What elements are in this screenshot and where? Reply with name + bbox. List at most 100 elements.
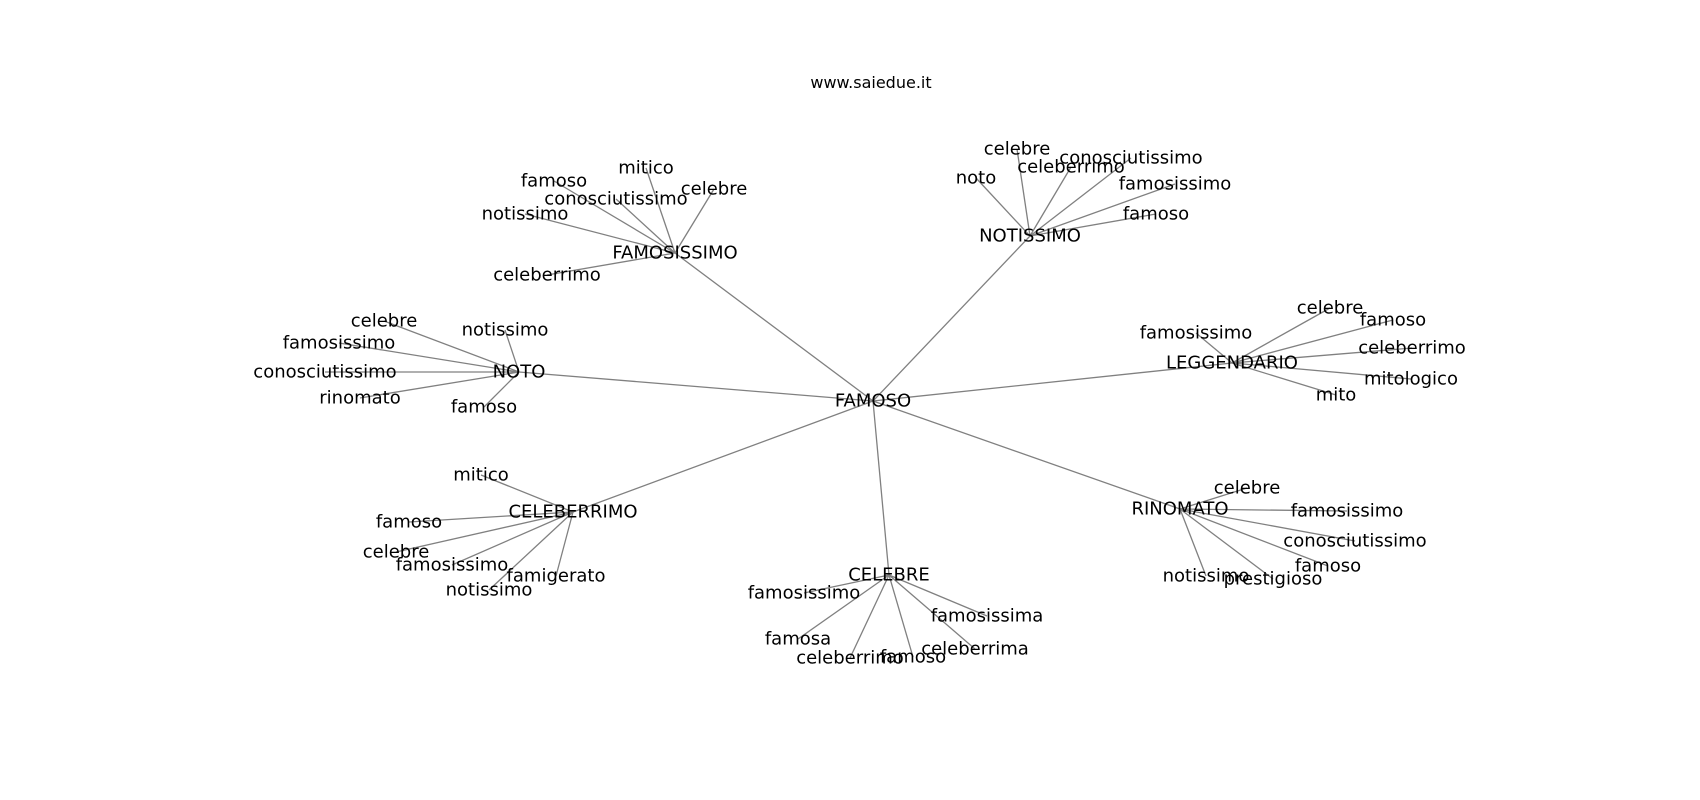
leaf-label: famosissimo — [1140, 323, 1253, 344]
hub-label: CELEBRE — [848, 565, 930, 586]
edge-hub-leaf — [1195, 332, 1233, 364]
edge-hub-leaf — [1179, 508, 1207, 577]
edge-hub-leaf — [888, 574, 976, 650]
leaf-label: mitico — [453, 465, 509, 486]
leaf-label: famoso — [1295, 556, 1361, 577]
leaf-label: celebre — [1297, 298, 1364, 319]
hub-label: RINOMATO — [1131, 499, 1228, 520]
leaf-label: celeberrimo — [1358, 338, 1466, 359]
leaf-label: rinomato — [319, 388, 400, 409]
edge-hub-leaf — [1179, 508, 1274, 580]
leaf-label: famosissimo — [1119, 174, 1232, 195]
edge-hub-leaf — [849, 574, 890, 659]
edge-hub-leaf — [1179, 508, 1356, 542]
leaf-label: notissimo — [462, 320, 549, 341]
leaf-label: famosissimo — [396, 555, 509, 576]
edge-hub-leaf — [504, 329, 520, 373]
edge-center-hub — [518, 371, 874, 402]
leaf-label: notissimo — [1163, 566, 1250, 587]
leaf-label: conosciutissimo — [544, 189, 687, 210]
edge-hub-leaf — [615, 198, 676, 254]
leaf-label: famoso — [1360, 310, 1426, 331]
edge-hub-leaf — [1029, 183, 1176, 237]
hub-label: NOTISSIMO — [979, 226, 1081, 247]
leaf-label: celeberrimo — [796, 648, 904, 669]
hub-label: NOTO — [493, 362, 546, 383]
hub-label: FAMOSISSIMO — [612, 243, 737, 264]
edge-center-hub — [872, 400, 1181, 510]
edge-center-hub — [872, 400, 890, 576]
edge-hub-leaf — [553, 180, 676, 254]
leaf-label: celebre — [681, 179, 748, 200]
edge-center-hub — [572, 400, 874, 513]
edge-hub-leaf — [1029, 166, 1072, 237]
edge-hub-leaf — [359, 371, 520, 399]
leaf-label: conosciutissimo — [1283, 531, 1426, 552]
leaf-label: famoso — [376, 512, 442, 533]
leaf-label: famoso — [521, 171, 587, 192]
leaf-label: famosissima — [931, 606, 1044, 627]
edge-hub-leaf — [1179, 487, 1248, 510]
edge-hub-leaf — [338, 342, 520, 373]
hub-label: LEGGENDARIO — [1166, 353, 1298, 374]
leaf-label: celeberrimo — [1017, 157, 1125, 178]
center-label: FAMOSO — [835, 391, 911, 412]
leaf-label: conosciutissimo — [1059, 148, 1202, 169]
edge-hub-leaf — [546, 252, 676, 276]
edge-hub-leaf — [1016, 148, 1031, 237]
edge-hub-leaf — [1231, 362, 1337, 396]
edge-hub-leaf — [480, 474, 574, 513]
edge-center-hub — [674, 252, 874, 402]
leaf-label: celebre — [351, 311, 418, 332]
edge-hub-leaf — [645, 167, 676, 254]
leaf-label: celeberrima — [921, 639, 1029, 660]
site-title: www.saiedue.it — [810, 73, 931, 92]
edge-hub-leaf — [1231, 362, 1412, 380]
leaf-label: mitologico — [1364, 369, 1458, 390]
leaf-label: famoso — [451, 397, 517, 418]
edge-hub-leaf — [803, 574, 890, 594]
edge-hub-leaf — [383, 320, 520, 373]
leaf-label: famoso — [880, 647, 946, 668]
leaf-label: conosciutissimo — [253, 362, 396, 383]
leaf-label: famosissimo — [1291, 501, 1404, 522]
edge-hub-leaf — [1029, 213, 1157, 237]
leaf-label: celeberrimo — [493, 265, 601, 286]
leaf-label: celebre — [363, 542, 430, 563]
edge-hub-leaf — [1231, 347, 1413, 364]
edge-hub-leaf — [555, 511, 574, 577]
leaf-label: mitico — [618, 158, 674, 179]
edge-hub-leaf — [395, 511, 574, 553]
leaf-label: famosissimo — [283, 333, 396, 354]
leaf-label: celebre — [1214, 478, 1281, 499]
edge-center-hub — [872, 362, 1233, 402]
leaf-label: famosa — [765, 629, 831, 650]
edge-hub-leaf — [888, 574, 914, 658]
edge-hub-leaf — [483, 371, 520, 408]
edge-hub-leaf — [524, 213, 676, 254]
edge-hub-leaf — [1231, 319, 1394, 364]
leaf-label: mito — [1316, 385, 1357, 406]
edge-hub-leaf — [888, 574, 988, 617]
leaf-label: famosissimo — [748, 583, 861, 604]
edge-hub-leaf — [1231, 307, 1331, 364]
edge-hub-leaf — [451, 511, 574, 566]
edge-hub-leaf — [975, 177, 1031, 237]
edge-hub-leaf — [1179, 508, 1329, 567]
hub-label: CELEBERRIMO — [508, 502, 637, 523]
leaf-label: famoso — [1123, 204, 1189, 225]
edges-layer — [325, 148, 1413, 659]
edge-hub-leaf — [797, 574, 890, 640]
leaf-label: notissimo — [446, 580, 533, 601]
edge-hub-leaf — [1179, 508, 1348, 512]
edge-hub-leaf — [488, 511, 574, 591]
leaf-label: notissimo — [482, 204, 569, 225]
edge-hub-leaf — [1029, 157, 1132, 237]
edge-hub-leaf — [408, 511, 574, 523]
leaf-label: famigerato — [507, 566, 606, 587]
edge-center-hub — [872, 235, 1031, 402]
leaf-label: noto — [956, 168, 997, 189]
edge-hub-leaf — [674, 188, 715, 254]
